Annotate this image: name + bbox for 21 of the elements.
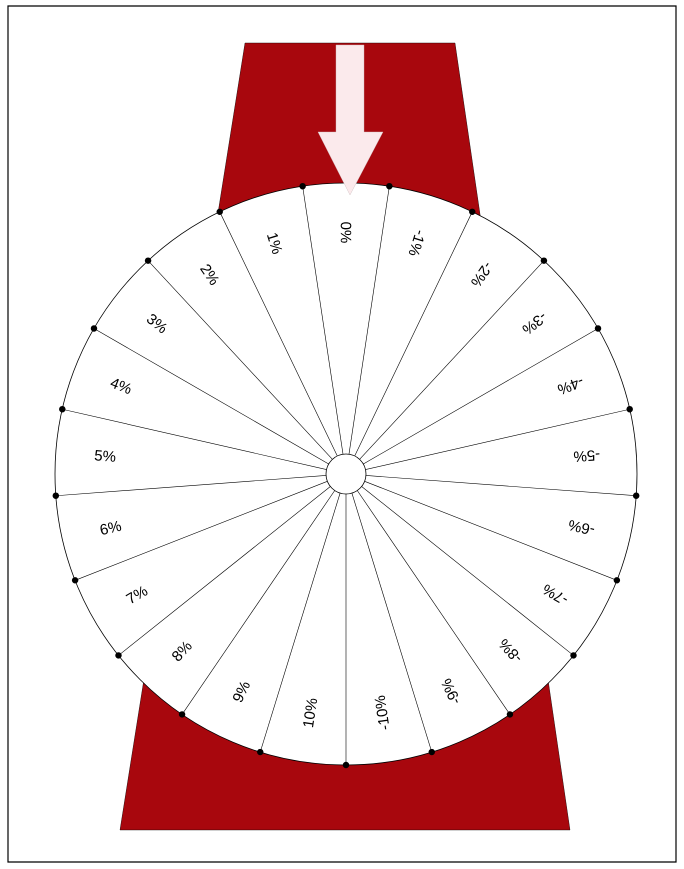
percent-label: 0%: [340, 222, 352, 243]
percent-label: 8%: [172, 642, 192, 661]
percent-label: 3%: [147, 314, 167, 333]
percent-label: -9%: [442, 678, 458, 703]
percent-label: -3%: [522, 314, 544, 334]
percent-label: -7%: [543, 584, 568, 604]
percent-label: 2%: [200, 264, 219, 285]
percent-label: -5%: [574, 450, 600, 462]
percent-label: -2%: [471, 262, 490, 286]
percent-label: 4%: [110, 378, 131, 394]
percent-label: -8%: [499, 639, 520, 660]
percent-label: -10%: [374, 696, 389, 730]
percent-label: 9%: [233, 682, 250, 702]
percent-label: -6%: [569, 520, 594, 534]
percent-label: 6%: [100, 520, 122, 534]
percent-label: 7%: [126, 586, 148, 604]
percent-label: 10%: [303, 698, 318, 728]
percent-label: 1%: [267, 233, 282, 254]
percent-label: -4%: [558, 379, 582, 394]
percent-label: -1%: [408, 230, 424, 256]
percent-label: 5%: [94, 450, 116, 462]
